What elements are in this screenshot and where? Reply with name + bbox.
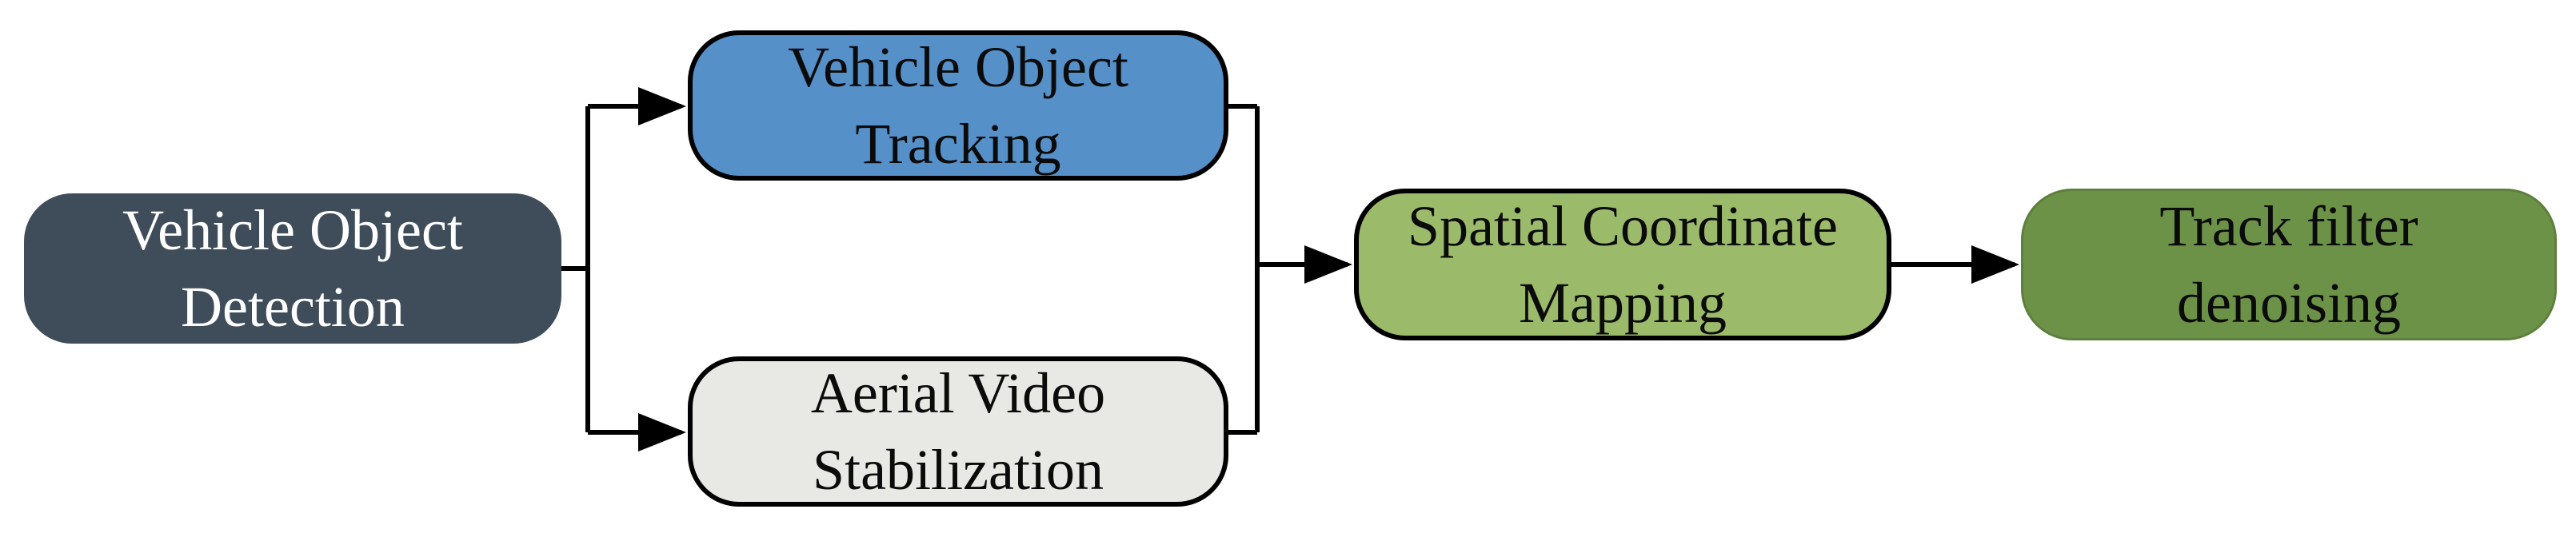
node-label-line1: Track filter [2159, 194, 2418, 258]
node-label-line2: Stabilization [813, 438, 1104, 502]
node-track-filter-denoising: Track filter denoising [2021, 189, 2557, 340]
node-label-line2: Mapping [1519, 271, 1727, 335]
node-spatial-coordinate-mapping: Spatial Coordinate Mapping [1354, 189, 1891, 340]
node-label-line2: Tracking [855, 112, 1061, 176]
node-label-line2: Detection [181, 275, 405, 339]
node-label-line2: denoising [2177, 271, 2401, 335]
node-vehicle-object-tracking: Vehicle Object Tracking [688, 30, 1228, 181]
node-label-line1: Vehicle Object [788, 35, 1128, 99]
node-label-line1: Spatial Coordinate [1408, 194, 1838, 258]
node-label-line1: Aerial Video [810, 361, 1106, 425]
node-aerial-video-stabilization: Aerial Video Stabilization [688, 356, 1228, 507]
node-vehicle-object-detection: Vehicle Object Detection [24, 193, 561, 344]
node-label-line1: Vehicle Object [122, 198, 463, 262]
